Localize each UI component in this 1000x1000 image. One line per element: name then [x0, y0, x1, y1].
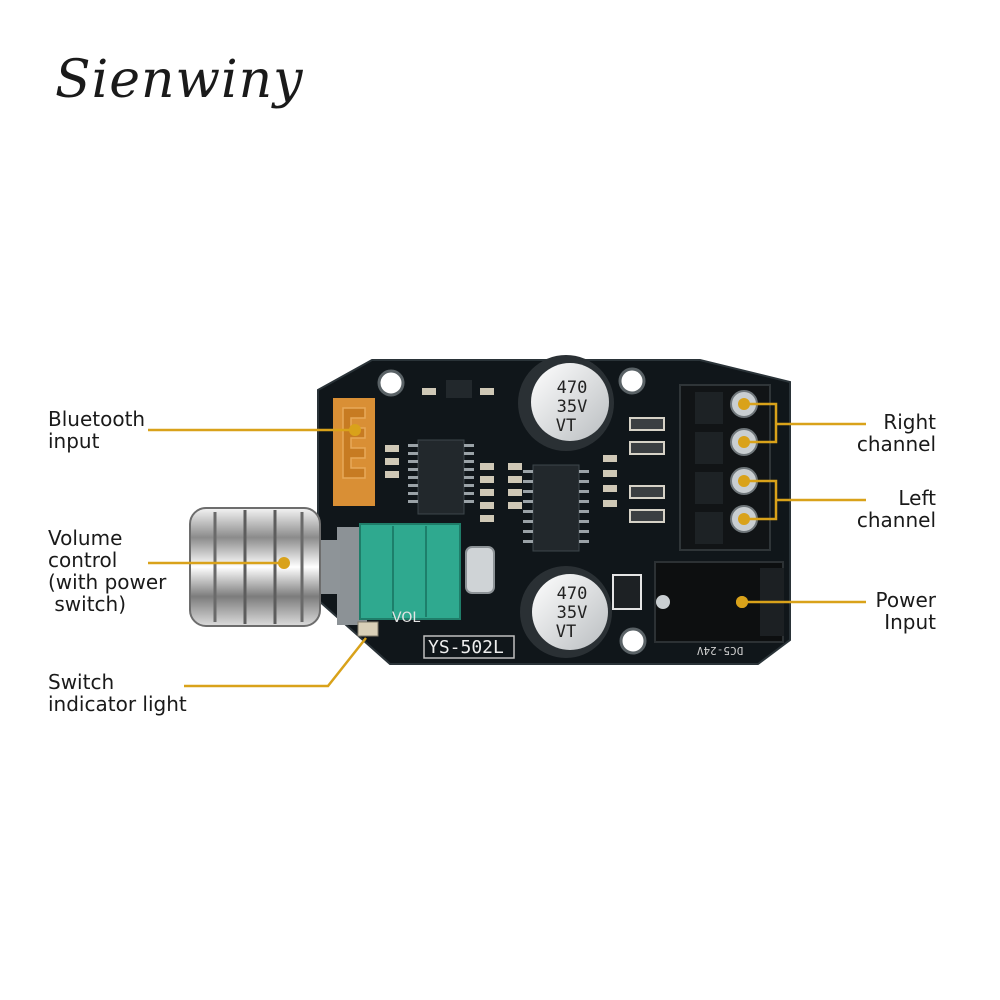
brand-logo: Sienwiny	[55, 50, 304, 110]
diode	[612, 574, 642, 610]
capacitor-bottom	[520, 566, 612, 658]
cap-top-text-2: 35V	[557, 397, 588, 417]
cap-bottom-text-3: VT	[556, 622, 576, 642]
chip-u2	[532, 464, 580, 552]
pot-body	[359, 523, 461, 620]
chip-u1	[417, 439, 465, 515]
mount-hole	[619, 627, 647, 655]
cap-bottom-text-2: 35V	[557, 603, 588, 623]
transistor-u8	[446, 380, 472, 398]
cap-top-text-3: VT	[556, 416, 576, 436]
mount-hole	[618, 367, 646, 395]
cap-bottom-text-1: 470	[557, 584, 588, 604]
indicator-led	[357, 621, 379, 637]
cap-top-text-1: 470	[557, 378, 588, 398]
volume-knob	[189, 507, 321, 627]
leader-switch-light	[184, 637, 367, 688]
model-label: YS-502L	[428, 637, 504, 658]
dc-label: DC5-24V	[696, 644, 743, 657]
terminal-screw	[730, 390, 758, 533]
mount-hole	[377, 369, 405, 397]
crystal	[465, 546, 495, 594]
vol-label: VOL	[392, 610, 420, 626]
capacitor-top	[518, 355, 614, 451]
